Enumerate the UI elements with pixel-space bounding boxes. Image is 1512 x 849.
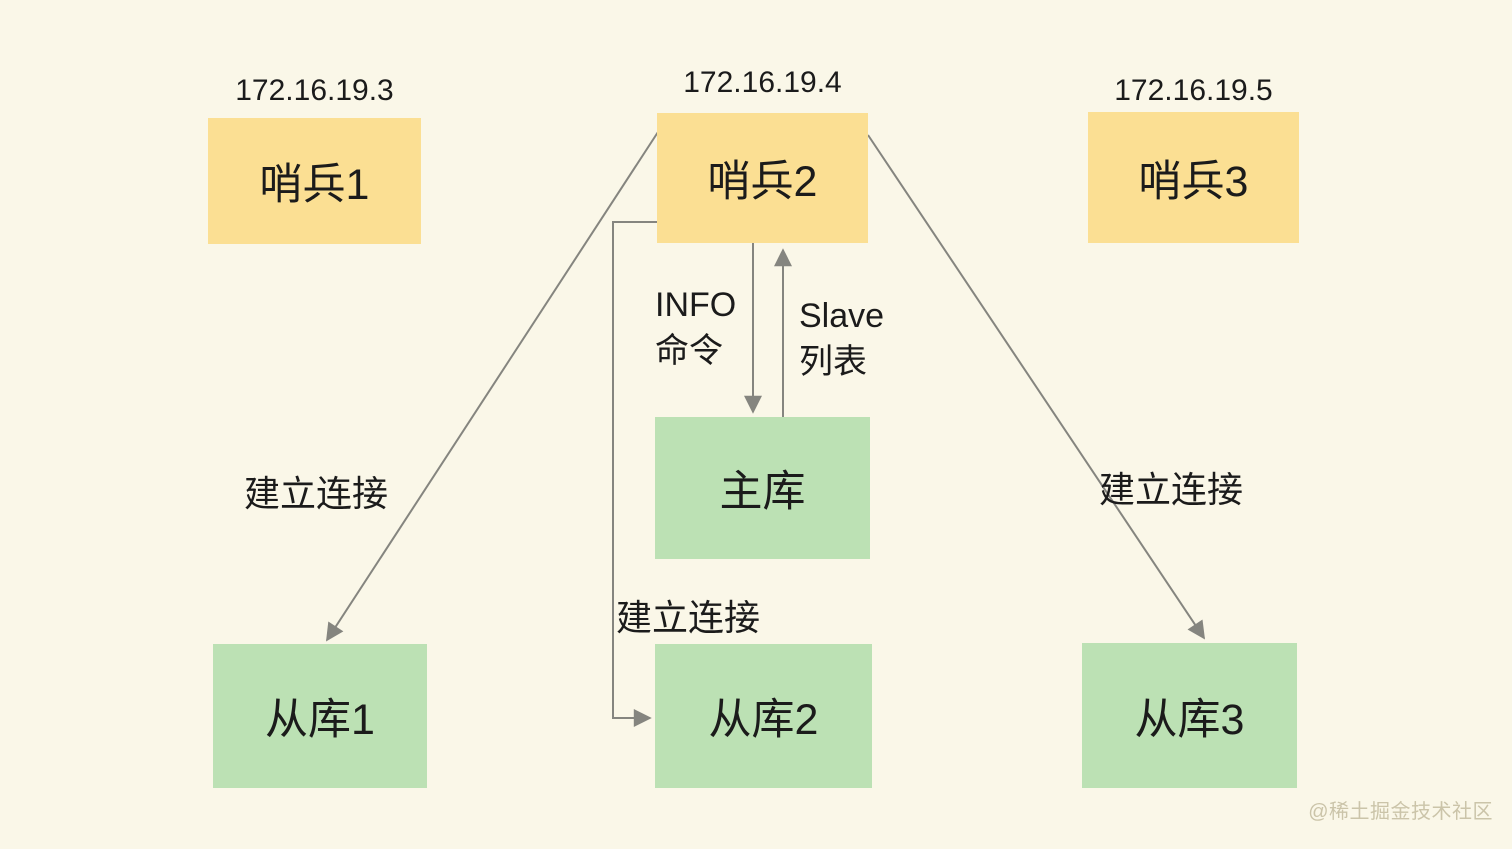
info-command-edge-label-line1: INFO [655, 286, 737, 324]
connect-middle-edge-label: 建立连接 [616, 597, 761, 638]
slave3-node-label: 从库3 [1134, 695, 1245, 744]
sentinel1-ip-label: 172.16.19.3 [235, 74, 394, 107]
slave1-node: 从库1 [213, 644, 427, 788]
master-node: 主库 [655, 417, 870, 559]
sentinel2-ip-label: 172.16.19.4 [683, 66, 842, 99]
sentinel3-node-label: 哨兵3 [1138, 157, 1249, 206]
edge-sentinel2-to-slave2-line [612, 221, 658, 727]
sentinel3-node: 哨兵3 [1088, 112, 1299, 243]
connect-left-edge-label: 建立连接 [244, 473, 389, 514]
sentinel3-ip-label: 172.16.19.5 [1114, 74, 1273, 107]
info-command-edge-label: INFO 命令 [655, 282, 736, 374]
sentinel2-node: 哨兵2 [657, 113, 868, 243]
sentinel1-node-label: 哨兵1 [259, 161, 370, 209]
slave-list-edge-label-line2: 列表 [799, 343, 867, 381]
info-command-edge-label-line2: 命令 [655, 332, 723, 370]
edge-sentinel2-to-slave3-line [867, 134, 1205, 640]
slave3-node: 从库3 [1082, 643, 1297, 788]
slave-list-edge-label: Slave 列表 [799, 293, 884, 385]
slave1-node-label: 从库1 [265, 696, 375, 744]
sentinel2-node-label: 哨兵2 [707, 158, 818, 206]
slave-list-edge-label-line1: Slave [799, 297, 885, 335]
sentinel1-node: 哨兵1 [208, 118, 421, 244]
master-node-label: 主库 [719, 468, 806, 516]
watermark-label: @稀土掘金技术社区 [1308, 801, 1493, 823]
slave2-node-label: 从库2 [708, 696, 819, 744]
slave2-node: 从库2 [655, 644, 872, 788]
edge-sentinel2-to-slave1-line [326, 131, 659, 642]
connect-right-edge-label: 建立连接 [1099, 469, 1244, 510]
